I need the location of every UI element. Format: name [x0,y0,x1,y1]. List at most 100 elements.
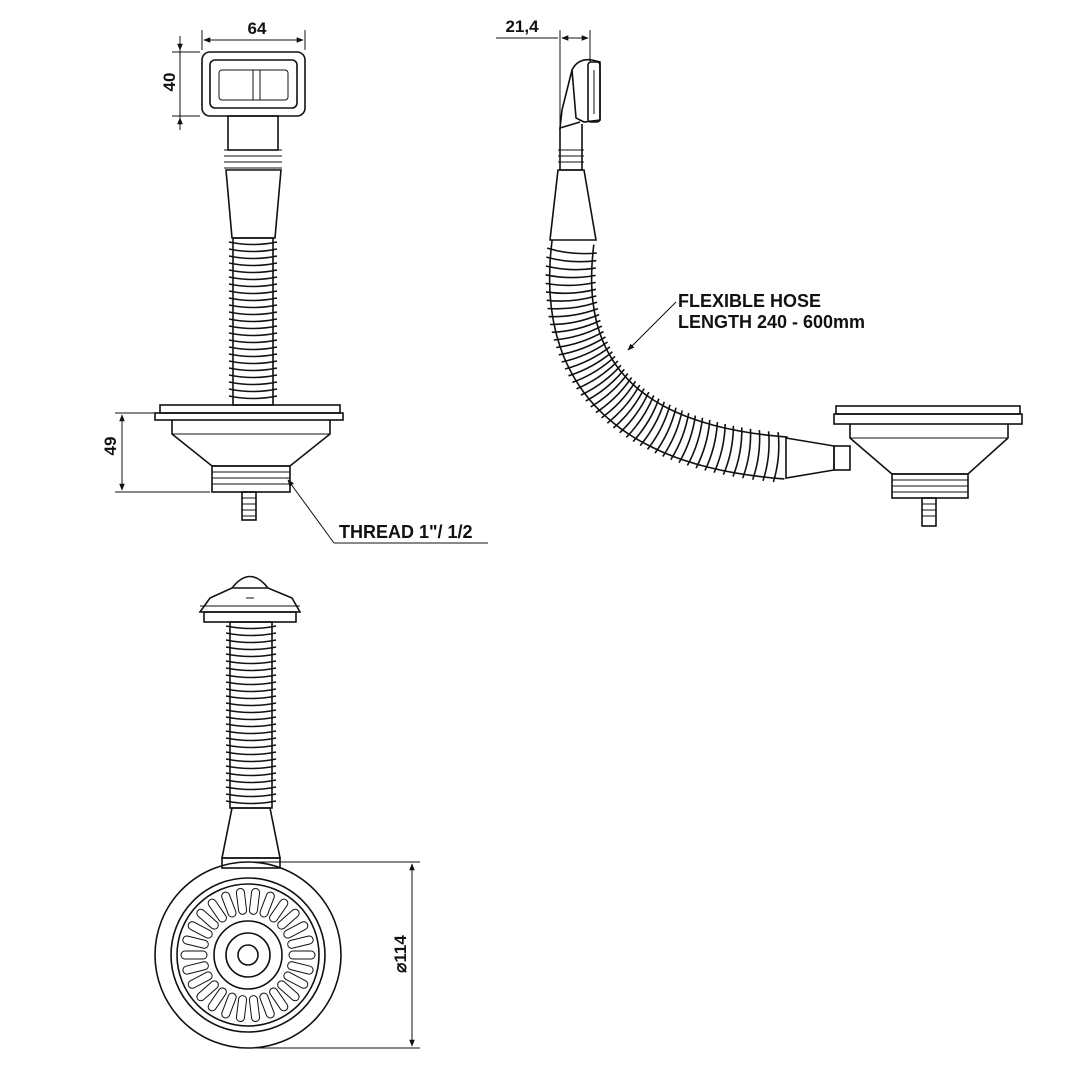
hose-rib [695,419,711,469]
hose-rib [228,325,278,330]
hose-rib [762,431,770,482]
dim-height-49: 49 [101,412,210,493]
hose-rib [585,368,625,402]
hose-rib [228,283,278,288]
hose-rib [595,376,633,414]
strainer-slot [259,992,275,1019]
hose-rib [580,364,622,396]
hose-rib [654,407,677,454]
hose-rib [228,374,278,379]
strainer-slot [277,980,300,1002]
strainer-slot [288,950,316,960]
dim-height-40: 40 [160,36,200,130]
hose-label-line2: LENGTH 240 - 600mm [678,312,865,332]
side-view: 21,4 FLEXIBLE HOSE LENGTH 240 - 600mm [496,17,1023,527]
hose-rib [625,395,655,438]
hose-rib [670,412,690,461]
hose-rib [225,786,277,791]
hose-rib [558,336,606,356]
thread-leader: THREAD 1"/ 1/2 [287,479,488,544]
hose-rib [601,380,637,419]
hose-rib [772,432,780,483]
hose-rib [228,311,278,316]
hose-rib [225,646,277,651]
dim-width-64: 64 [201,19,306,50]
strainer-slot [182,935,209,949]
hose-leader: FLEXIBLE HOSE LENGTH 240 - 600mm [627,291,865,351]
hose-rib [225,744,277,749]
strainer-slot [182,961,209,975]
corrugated-hose-side [545,239,788,483]
hose-rib [225,688,277,693]
hose-rib [225,632,277,637]
hose-rib [225,716,277,721]
hose-rib [228,332,278,337]
hose-rib [225,667,277,672]
hose-rib [546,295,597,302]
hose-rib [548,307,599,318]
strainer-slot [269,898,289,923]
hose-rib [225,737,277,742]
hose-rib [225,709,277,714]
hose-rib [228,276,278,281]
hose-rib [225,681,277,686]
hose-rib [225,772,277,777]
hose-rib [545,265,596,271]
hose-rib [545,274,596,279]
hose-rib [228,241,278,246]
hose-rib [225,723,277,728]
hose-rib [228,346,278,351]
thread-lines [212,471,290,485]
hose-rib [553,325,603,341]
strainer-slot [248,995,261,1023]
hose-rib [612,388,645,429]
hose-rib [228,304,278,309]
hose-rib [228,360,278,365]
dim-label-21-4: 21,4 [505,17,539,36]
hose-rib [547,301,598,310]
hose-rib [545,288,597,295]
top-view: ⌀114 [154,575,420,1049]
strainer-slot [259,891,275,918]
hose-rib [606,384,641,424]
strainer-slot [287,935,314,949]
hose-rib [632,398,660,443]
hose-rib [225,653,277,658]
strainer-slot [235,887,248,915]
strainer-slot [180,950,208,960]
hose-rib [228,248,278,253]
hose-rib [228,269,278,274]
hose-rib [228,353,278,358]
hose-rib [568,351,613,377]
hose-rib [228,297,278,302]
hose-rib [228,395,278,400]
hose-rib [551,319,601,334]
strainer-slots [180,887,316,1023]
hose-rib [686,417,704,466]
hose-rib [225,660,277,665]
hose-edge [548,239,785,480]
strainer-slot [221,992,237,1019]
hose-rib [225,695,277,700]
hose-rib [546,247,597,255]
hose-rib [704,422,719,471]
corrugated-hose-front [228,237,278,406]
hose-rib [225,793,277,798]
hose-rib [225,751,277,756]
hose-rib [228,339,278,344]
hose-rib [225,758,277,763]
dim-label-49: 49 [101,437,120,456]
hose-rib [228,262,278,267]
strainer-slot [207,987,227,1012]
strainer-slot [187,921,213,939]
neck-rings [224,149,282,169]
hose-rib [646,404,671,450]
hose-rib [228,388,278,393]
hose-rib [228,255,278,260]
dim-label-64: 64 [248,19,267,38]
hose-rib [732,427,743,477]
hose-rib [546,256,597,263]
hose-rib [228,381,278,386]
hose-rib [228,318,278,323]
